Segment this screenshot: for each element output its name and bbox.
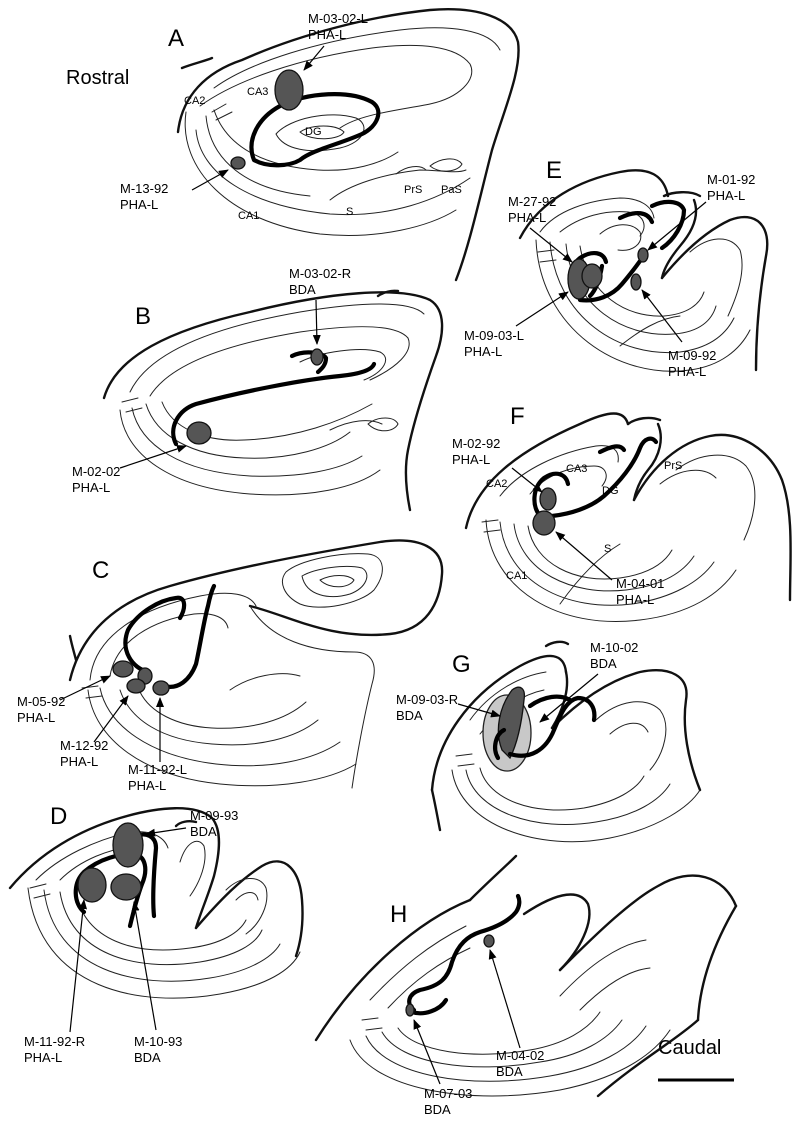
- region-label-ca3: CA3: [247, 86, 268, 98]
- panel-c: C M-05-92 PHA-L M-12-92 PHA-L M-11-92-L …: [17, 539, 444, 793]
- injection-site: [539, 487, 557, 511]
- region-label-prs: PrS: [404, 184, 422, 196]
- region-label-dg: DG: [305, 126, 322, 138]
- injection-label-case: M-09-92: [668, 348, 716, 363]
- injection-label-tracer: BDA: [289, 282, 316, 297]
- injection-label-tracer: PHA-L: [72, 480, 110, 495]
- region-label-dg: DG: [602, 485, 619, 497]
- injection-label-case: M-03-02-R: [289, 266, 351, 281]
- region-label-ca1: CA1: [238, 210, 259, 222]
- injection-label-case: M-11-92-L: [128, 762, 187, 777]
- panel-f-letter: F: [510, 403, 525, 430]
- region-label-ca2: CA2: [486, 478, 507, 490]
- region-label-s: S: [346, 206, 353, 218]
- panel-c-letter: C: [92, 557, 109, 584]
- region-label-prs: PrS: [664, 460, 682, 472]
- injection-label-case: M-04-02: [496, 1048, 544, 1063]
- injection-site: [126, 678, 146, 694]
- injection-site: [274, 69, 304, 111]
- panel-h-letter: H: [390, 901, 407, 928]
- injection-label-case: M-11-92-R: [24, 1034, 85, 1049]
- injection-label-tracer: BDA: [396, 708, 423, 723]
- injection-label-tracer: PHA-L: [707, 188, 745, 203]
- injection-label-case: M-10-02: [590, 640, 638, 655]
- injection-label-tracer: PHA-L: [60, 754, 98, 769]
- injection-label-case: M-03-02-L: [308, 11, 368, 26]
- injection-label-tracer: PHA-L: [508, 210, 546, 225]
- injection-label-case: M-01-92: [707, 172, 755, 187]
- injection-label-tracer: BDA: [590, 656, 617, 671]
- panel-h: H M-04-02 BDA M-07-03 BDA: [314, 854, 738, 1117]
- injection-site: [637, 247, 649, 263]
- panel-e: E M-27-92 PHA-L M-01-92 PHA-L M-09-03-L …: [464, 157, 769, 379]
- injection-label-tracer: PHA-L: [616, 592, 654, 607]
- injection-site: [77, 867, 107, 903]
- injection-label-tracer: PHA-L: [452, 452, 490, 467]
- injection-label-case: M-12-92: [60, 738, 108, 753]
- injection-site: [230, 156, 246, 170]
- injection-label-case: M-10-93: [134, 1034, 182, 1049]
- injection-label-tracer: PHA-L: [464, 344, 502, 359]
- region-label-s: S: [604, 543, 611, 555]
- region-label-ca3: CA3: [566, 463, 587, 475]
- injection-label-case: M-13-92: [120, 181, 168, 196]
- panel-a-letter: A: [168, 25, 184, 52]
- caudal-label: Caudal: [658, 1037, 721, 1059]
- injection-label-case: M-09-03-R: [396, 692, 458, 707]
- injection-label-case: M-04-01: [616, 576, 664, 591]
- injection-label-case: M-05-92: [17, 694, 65, 709]
- panel-a: A CA2 CA3 DG CA1 S PrS PaS M-03-02-L PHA…: [120, 8, 520, 282]
- injection-label-tracer: BDA: [496, 1064, 523, 1079]
- panel-d-letter: D: [50, 803, 67, 830]
- injection-label-case: M-07-03: [424, 1086, 472, 1101]
- injection-label-tracer: BDA: [190, 824, 217, 839]
- injection-site: [405, 1003, 415, 1017]
- injection-site: [532, 510, 556, 536]
- panel-b-letter: B: [135, 303, 151, 330]
- injection-site: [112, 660, 134, 678]
- injection-site: [112, 822, 144, 868]
- injection-site: [186, 421, 212, 445]
- injection-label-tracer: PHA-L: [128, 778, 166, 793]
- injection-label-tracer: PHA-L: [308, 27, 346, 42]
- region-label-pas: PaS: [441, 184, 462, 196]
- injection-label-tracer: PHA-L: [24, 1050, 62, 1065]
- panel-g-letter: G: [452, 651, 471, 678]
- injection-site: [581, 263, 603, 289]
- injection-label-tracer: BDA: [134, 1050, 161, 1065]
- panel-e-letter: E: [546, 157, 562, 184]
- injection-label-case: M-09-03-L: [464, 328, 524, 343]
- panel-d: D M-09-93 BDA M-11-92-R PHA-L M-10-93 BD…: [8, 803, 304, 1065]
- injection-label-tracer: PHA-L: [120, 197, 158, 212]
- panel-g: G M-10-02 BDA M-09-03-R BDA: [396, 640, 702, 843]
- region-label-ca2: CA2: [184, 95, 205, 107]
- injection-label-case: M-02-02: [72, 464, 120, 479]
- rostral-label: Rostral: [66, 67, 129, 89]
- injection-site: [630, 273, 642, 291]
- injection-site: [310, 348, 324, 366]
- injection-site: [110, 873, 142, 901]
- injection-label-case: M-09-93: [190, 808, 238, 823]
- injection-site: [497, 686, 526, 760]
- region-label-ca1: CA1: [506, 570, 527, 582]
- injection-site: [152, 680, 170, 696]
- panel-b: B M-03-02-R BDA M-02-02 PHA-L: [72, 266, 444, 512]
- injection-site: [483, 934, 495, 948]
- injection-label-case: M-27-92: [508, 194, 556, 209]
- injection-label-tracer: BDA: [424, 1102, 451, 1117]
- panel-f: F CA2 CA3 DG PrS S CA1 M-02-92 PHA-L M-0…: [452, 403, 792, 622]
- injection-label-tracer: PHA-L: [17, 710, 55, 725]
- injection-label-tracer: PHA-L: [668, 364, 706, 379]
- injection-label-case: M-02-92: [452, 436, 500, 451]
